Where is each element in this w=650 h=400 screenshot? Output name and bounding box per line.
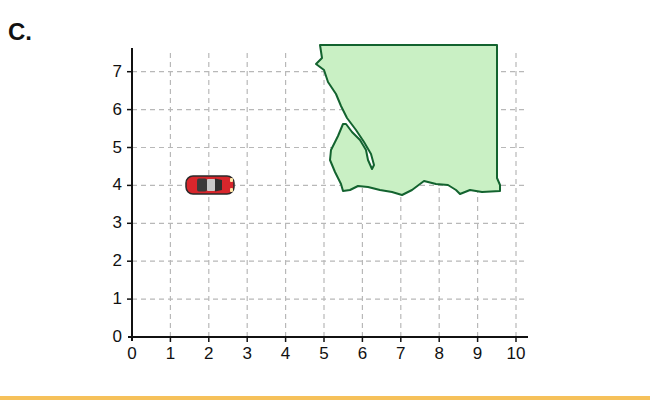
x-tick-label: 0 <box>127 344 136 364</box>
x-tick-label: 9 <box>473 344 482 364</box>
car-icon <box>186 176 234 194</box>
car-headlight <box>230 188 233 192</box>
y-tick-label: 5 <box>113 138 122 158</box>
grid-line <box>285 50 286 337</box>
y-tick-label: 1 <box>113 289 122 309</box>
x-axis <box>128 336 528 338</box>
grid-line <box>515 50 516 337</box>
tick-mark <box>323 337 325 342</box>
tick-mark <box>127 109 132 111</box>
tick-mark <box>477 337 479 342</box>
grid-line <box>132 261 527 262</box>
tick-marks <box>127 72 516 342</box>
tick-mark <box>127 147 132 149</box>
tick-mark <box>127 260 132 262</box>
y-tick-label: 7 <box>113 62 122 82</box>
x-tick-label: 6 <box>358 344 367 364</box>
tick-mark <box>127 298 132 300</box>
car-headlight <box>230 178 233 182</box>
car-windshield <box>215 179 222 192</box>
y-tick-label: 6 <box>113 100 122 120</box>
axes <box>127 48 528 342</box>
tick-mark <box>127 223 132 225</box>
grid-line <box>170 50 171 337</box>
car-body <box>186 176 234 194</box>
car-roof <box>207 179 215 191</box>
tick-mark <box>438 337 440 342</box>
bottom-rule <box>0 396 650 400</box>
tick-mark <box>515 337 517 342</box>
car-rear-window <box>197 179 207 192</box>
grid-line <box>132 299 527 300</box>
x-tick-label: 4 <box>281 344 290 364</box>
grid-line <box>247 50 248 337</box>
grid-line <box>323 50 324 337</box>
green-region <box>316 45 500 195</box>
tick-mark <box>170 337 172 342</box>
x-tick-label: 2 <box>204 344 213 364</box>
tick-mark <box>285 337 287 342</box>
tick-mark <box>246 337 248 342</box>
panel-letter: C. <box>8 18 32 46</box>
y-tick-label: 3 <box>113 214 122 234</box>
tick-mark <box>208 337 210 342</box>
grid-line <box>132 223 527 224</box>
y-axis <box>131 48 133 341</box>
x-tick-label: 8 <box>434 344 443 364</box>
y-tick-label: 0 <box>113 327 122 347</box>
x-tick-label: 3 <box>242 344 251 364</box>
tick-mark <box>127 71 132 73</box>
y-tick-label: 4 <box>113 176 122 196</box>
x-tick-label: 10 <box>507 344 526 364</box>
x-tick-label: 7 <box>396 344 405 364</box>
x-tick-label: 1 <box>166 344 175 364</box>
y-tick-label: 2 <box>113 251 122 271</box>
tick-mark <box>400 337 402 342</box>
tick-mark <box>127 185 132 187</box>
x-tick-label: 5 <box>319 344 328 364</box>
tick-mark <box>362 337 364 342</box>
